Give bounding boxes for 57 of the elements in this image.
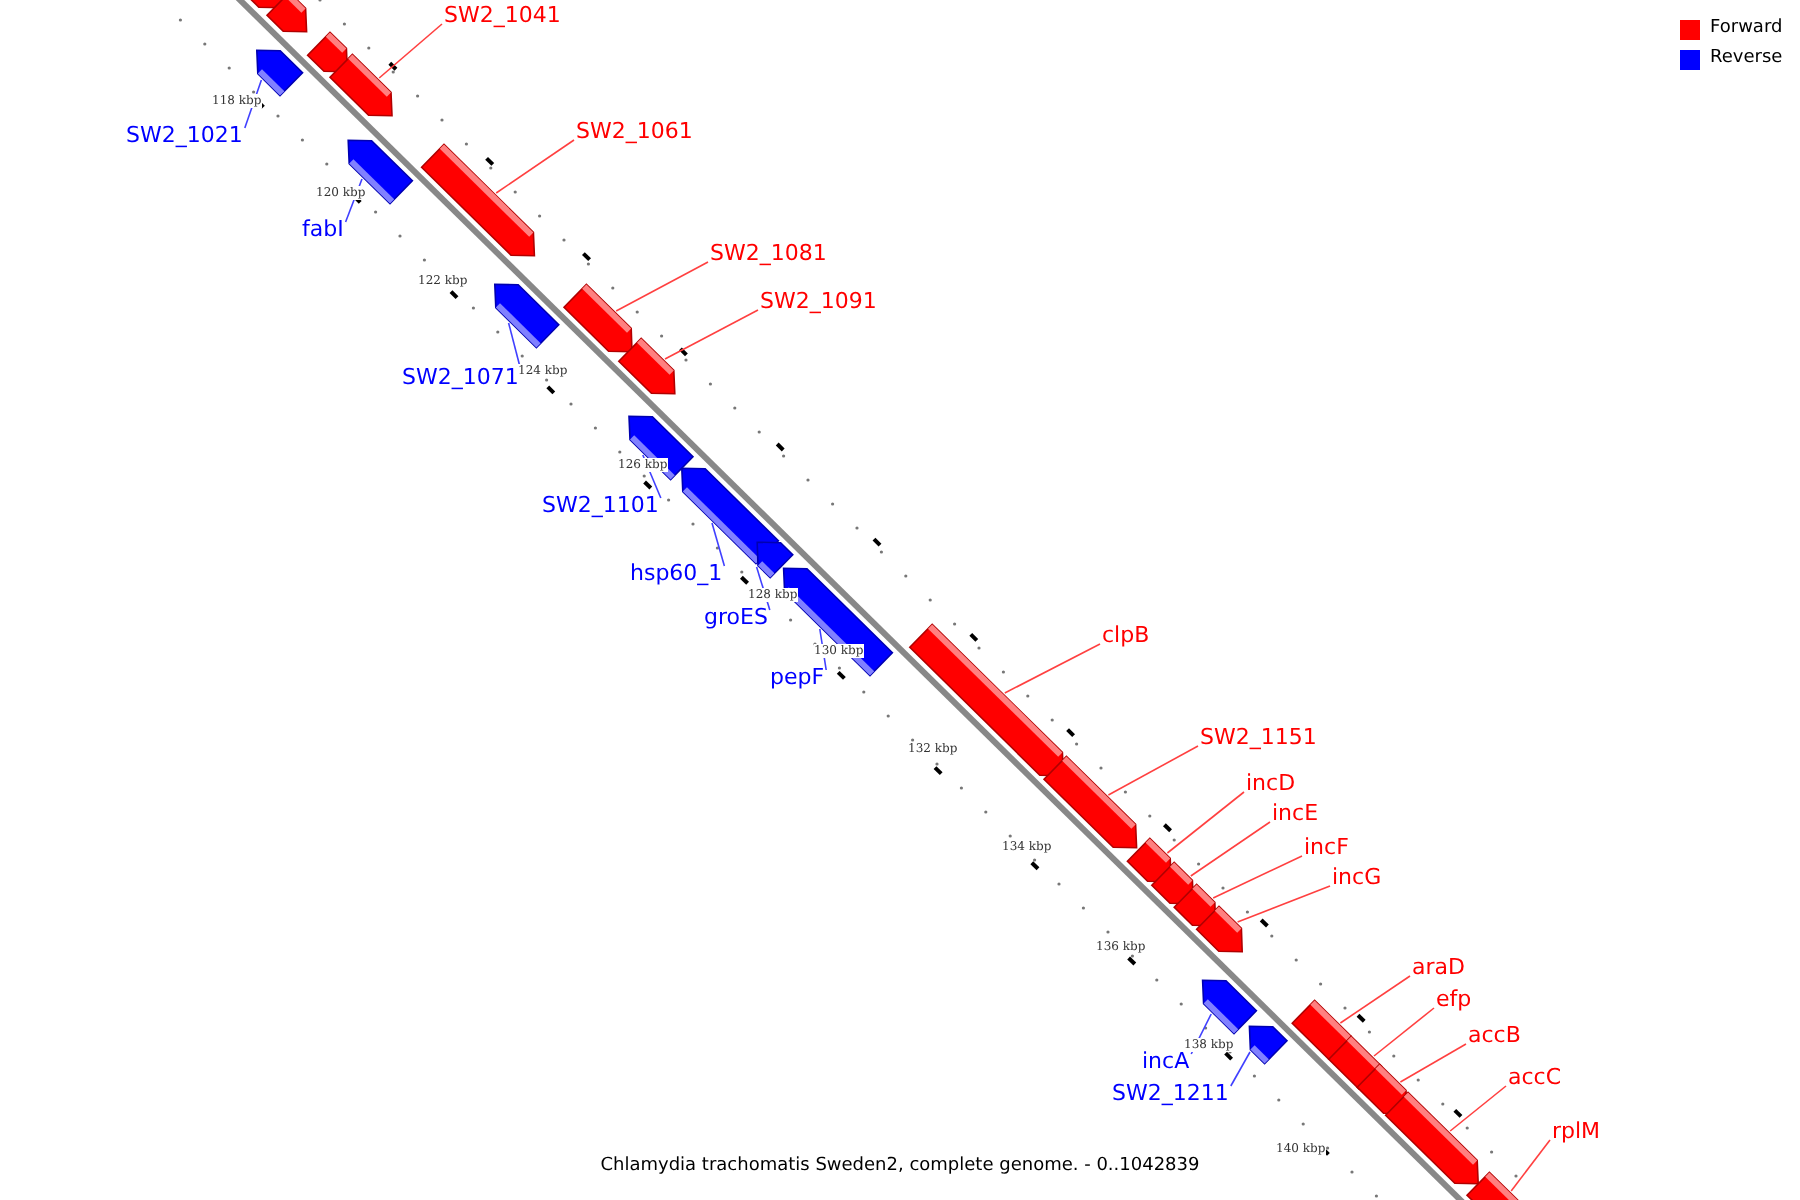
gene-label: rplM [1552,1118,1601,1144]
gene-block [493,283,560,349]
gene-label: groES [704,604,768,630]
leader-line [1510,1139,1551,1192]
leader-line [1190,821,1271,877]
legend-label: Reverse [1710,48,1783,68]
gene-label: accB [1468,1022,1521,1048]
gene-label: SW2_1211 [1112,1080,1229,1106]
gene-label: SW2_1061 [576,118,693,144]
gene-block [562,283,633,353]
leader-line [664,309,759,360]
gene-label: efp [1436,986,1472,1012]
gene-label: SW2_1101 [542,492,659,518]
gene-block [1201,979,1258,1035]
gene-block [420,143,536,257]
gene-label: SW2_1021 [126,122,243,148]
gene-block [328,53,393,117]
gene-label: incA [1142,1048,1190,1074]
gene-label: accC [1508,1064,1562,1090]
gene-block [255,49,304,97]
legend-label: Forward [1710,18,1783,38]
leader-line [711,522,726,567]
gene-block [1248,1025,1289,1065]
leader-line [1166,791,1245,854]
gene-label: SW2_1151 [1200,724,1317,750]
gene-block [1195,905,1244,953]
leader-line [615,261,709,312]
gene-block [617,337,676,395]
gene-label: SW2_1091 [760,288,877,314]
gene-label: clpB [1102,622,1150,648]
gene-block [347,139,414,205]
gene-label: araD [1412,954,1465,980]
gene-label: incD [1246,770,1296,796]
leader-line [1399,1043,1467,1083]
gene-block [1465,1171,1520,1200]
gene-label: incF [1304,834,1349,860]
caption: Chlamydia trachomatis Sweden2, complete genome. - 0..1042839 [600,1156,1200,1176]
gene-label: fabI [302,216,344,242]
gene-label: SW2_1071 [402,364,519,390]
gene-block [1384,1091,1480,1185]
leader-line [1373,1007,1435,1057]
leader-line [495,139,575,194]
leader-line [1004,643,1101,694]
gene-block [908,623,1065,777]
gene-label: hsp60_1 [630,560,723,586]
gene-label: SW2_1081 [710,240,827,266]
leader-line [1230,1051,1251,1087]
leader-line [1236,885,1331,923]
leader-line [1107,745,1199,796]
leader-line [1449,1085,1507,1132]
gene-label: incG [1332,864,1382,890]
leader-line [1212,855,1303,899]
leader-line [378,23,443,79]
gene-label: SW2_1041 [444,2,561,28]
gene-label: incE [1272,800,1319,826]
gene-label: pepF [770,664,825,690]
leader-line [1339,975,1411,1024]
